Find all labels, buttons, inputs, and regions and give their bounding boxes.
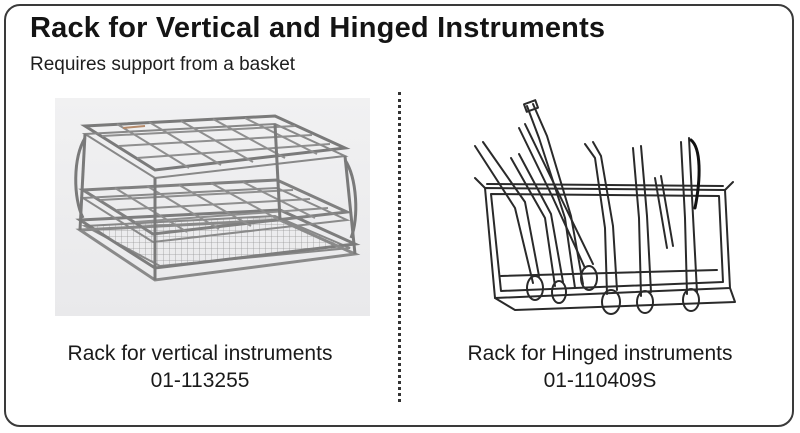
hinged-instrument-rack-drawing xyxy=(455,98,745,326)
wire-rack-photo xyxy=(55,98,370,316)
product-caption-vertical: Rack for vertical instruments 01-113255 xyxy=(10,340,390,394)
page-subtitle: Requires support from a basket xyxy=(30,54,296,75)
product-caption-hinged: Rack for Hinged instruments 01-110409S xyxy=(410,340,790,394)
product-name: Rack for vertical instruments xyxy=(67,342,333,365)
page-title: Rack for Vertical and Hinged Instruments xyxy=(30,12,606,44)
dotted-divider xyxy=(398,92,401,402)
product-code: 01-113255 xyxy=(150,369,250,392)
product-name: Rack for Hinged instruments xyxy=(467,342,733,365)
product-code: 01-110409S xyxy=(543,369,657,392)
